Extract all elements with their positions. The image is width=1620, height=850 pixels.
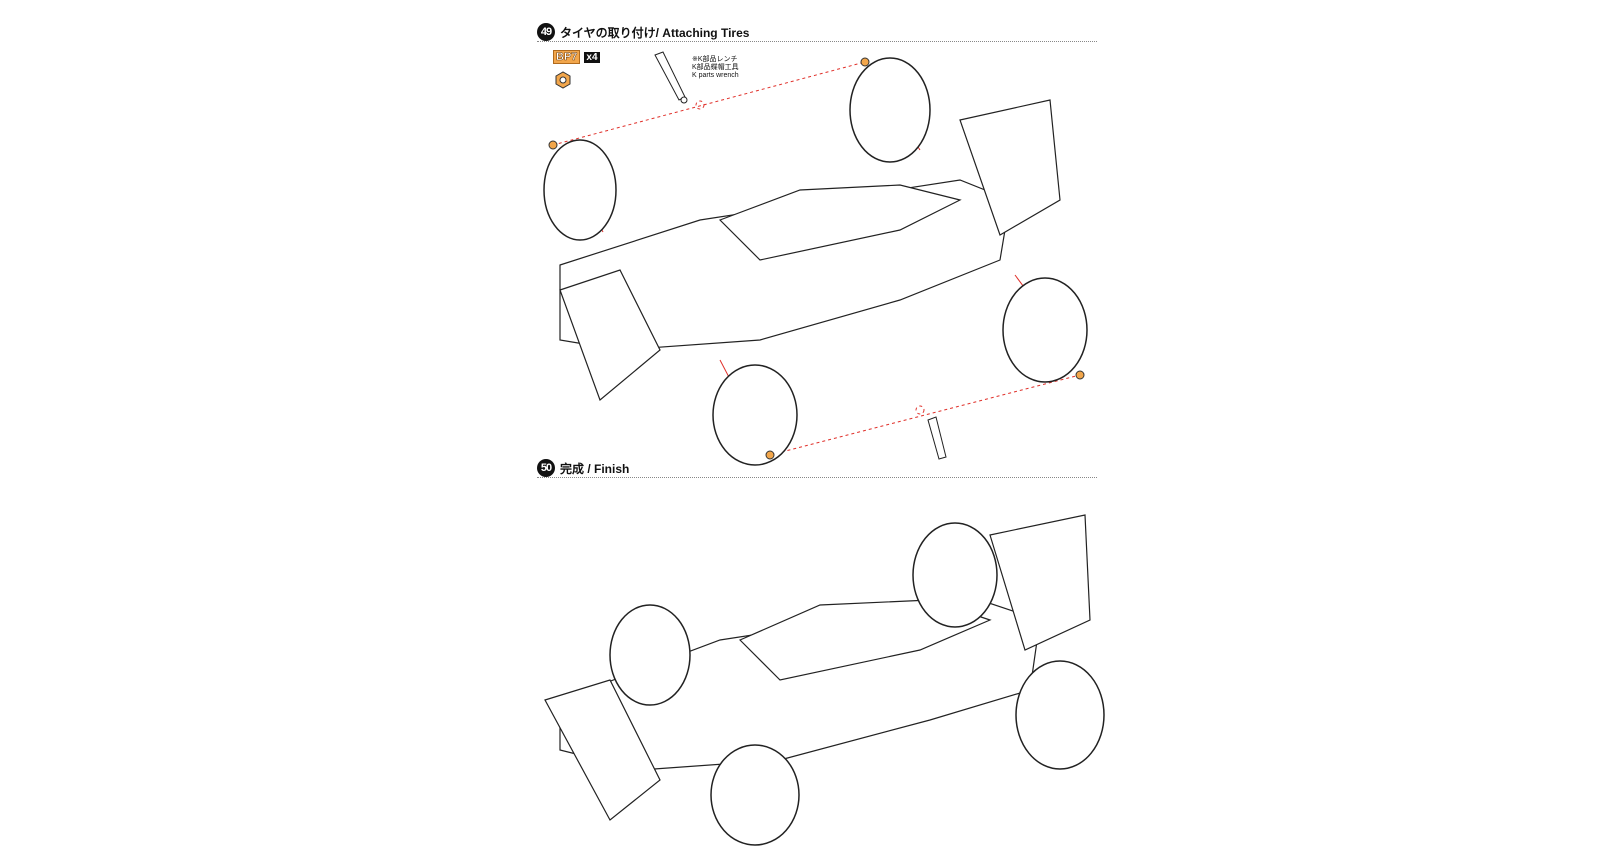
wrench-icon (654, 51, 688, 104)
tool-note: ※K部品レンチ K部品蝶帽工具 K parts wrench (692, 56, 739, 80)
parts-callout: BP7 x4 (553, 50, 600, 64)
nuts (548, 57, 1085, 460)
step-number: 49 (537, 23, 555, 41)
car-step-49 (559, 99, 1061, 402)
guide-lines (552, 61, 1081, 456)
step-title: 完成 / Finish (560, 461, 630, 476)
part-quantity: x4 (584, 51, 600, 63)
tool-note-line: K部品蝶帽工具 (692, 64, 739, 71)
tool-note-line: ※K部品レンチ (692, 56, 738, 63)
hex-nut-icon (555, 71, 571, 89)
step-title: タイヤの取り付け/ Attaching Tires (560, 25, 750, 40)
step-number: 50 (537, 459, 555, 477)
divider (537, 477, 1097, 478)
tires-step-50 (609, 522, 1105, 846)
step-49-header: 49 タイヤの取り付け/ Attaching Tires (537, 23, 749, 41)
step-50-header: 50 完成 / Finish (537, 459, 629, 477)
car-step-50 (544, 514, 1091, 821)
part-code: BP7 (553, 50, 581, 64)
tires-step-49 (543, 57, 1088, 466)
divider (537, 41, 1097, 42)
wrench-icon-2 (927, 416, 947, 460)
tool-note-line: K parts wrench (692, 72, 739, 79)
